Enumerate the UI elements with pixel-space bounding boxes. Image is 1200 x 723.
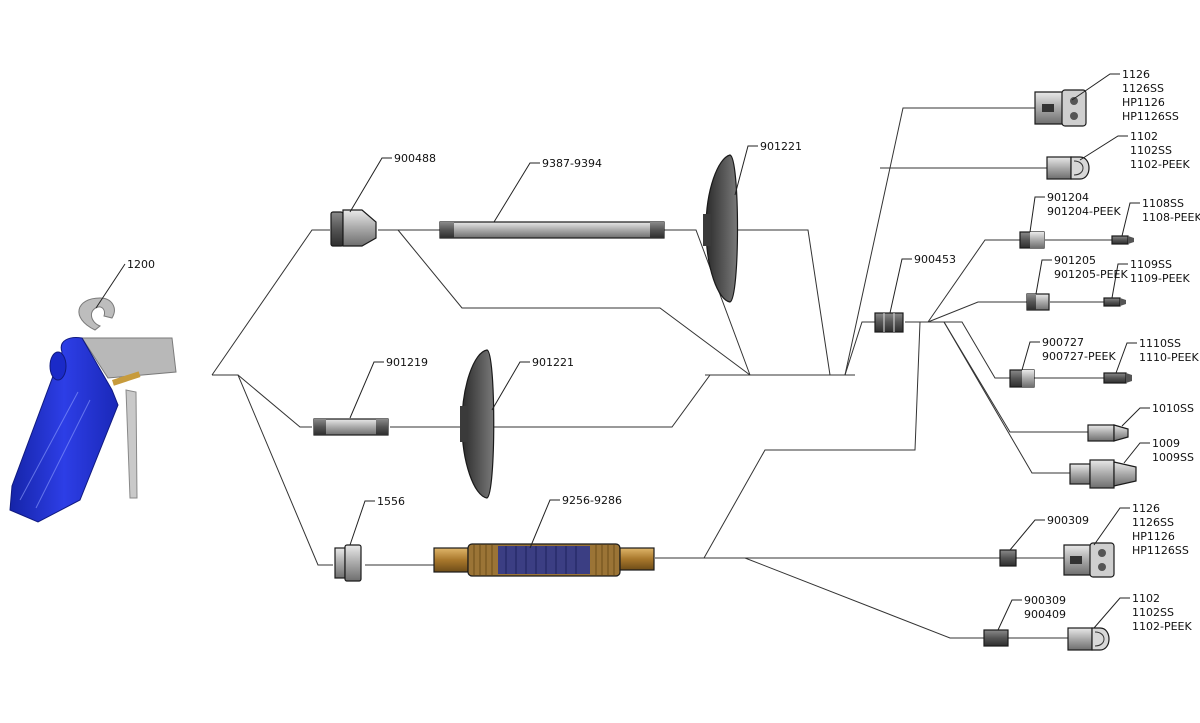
label-901221-middle: 901221 xyxy=(532,356,574,369)
part-1126-bottom xyxy=(1063,542,1115,578)
part-1108 xyxy=(1111,235,1134,245)
label-900727: 900727 900727-PEEK xyxy=(1042,336,1116,363)
label-1110: 1110SS 1110-PEEK xyxy=(1139,337,1199,364)
label-901204: 901204 901204-PEEK xyxy=(1047,191,1121,218)
part-901204 xyxy=(1019,231,1045,249)
label-901219: 901219 xyxy=(386,356,428,369)
label-900309: 900309 xyxy=(1047,514,1089,527)
part-1556 xyxy=(334,544,362,582)
part-1109 xyxy=(1103,297,1126,307)
label-901205: 901205 901205-PEEK xyxy=(1054,254,1128,281)
connector-lines xyxy=(211,107,1112,639)
label-1102-top: 1102 1102SS 1102-PEEK xyxy=(1130,130,1190,171)
part-1010 xyxy=(1087,424,1129,442)
part-1102-top xyxy=(1046,156,1090,180)
part-9256-9286 xyxy=(433,543,655,577)
part-1009 xyxy=(1069,459,1137,489)
part-901221-middle xyxy=(460,349,495,499)
label-1108: 1108SS 1108-PEEK xyxy=(1142,197,1200,224)
label-901221-top: 901221 xyxy=(760,140,802,153)
part-1110 xyxy=(1103,372,1132,384)
part-901219 xyxy=(313,418,389,436)
label-1009: 1009 1009SS xyxy=(1152,437,1194,464)
part-labels: 1200 900488 9387-9394 901221 901219 9012… xyxy=(127,68,1200,633)
part-900453 xyxy=(874,312,904,333)
label-1200: 1200 xyxy=(127,258,155,271)
part-1102-bottom xyxy=(1067,627,1110,651)
part-900727 xyxy=(1009,369,1035,388)
part-901205 xyxy=(1026,293,1050,311)
label-1109: 1109SS 1109-PEEK xyxy=(1130,258,1190,285)
label-9256-9286: 9256-9286 xyxy=(562,494,622,507)
label-1556: 1556 xyxy=(377,495,405,508)
label-900488: 900488 xyxy=(394,152,436,165)
part-901221-top xyxy=(703,154,739,303)
part-900309-900409 xyxy=(983,629,1009,647)
label-1126-bottom: 1126 1126SS HP1126 HP1126SS xyxy=(1132,502,1189,557)
label-900453: 900453 xyxy=(914,253,956,266)
part-9387-9394 xyxy=(439,221,665,239)
label-1102-bottom: 1102 1102SS 1102-PEEK xyxy=(1132,592,1192,633)
label-1010: 1010SS xyxy=(1152,402,1194,415)
label-9387-9394: 9387-9394 xyxy=(542,157,602,170)
label-1126-top: 1126 1126SS HP1126 HP1126SS xyxy=(1122,68,1179,123)
label-900309-900409: 900309 900409 xyxy=(1024,594,1070,621)
part-900488 xyxy=(330,209,377,247)
blow-gun-1200 xyxy=(9,297,177,523)
part-1126-top xyxy=(1034,89,1087,127)
part-900309 xyxy=(999,549,1017,567)
leader-lines xyxy=(95,73,1150,631)
